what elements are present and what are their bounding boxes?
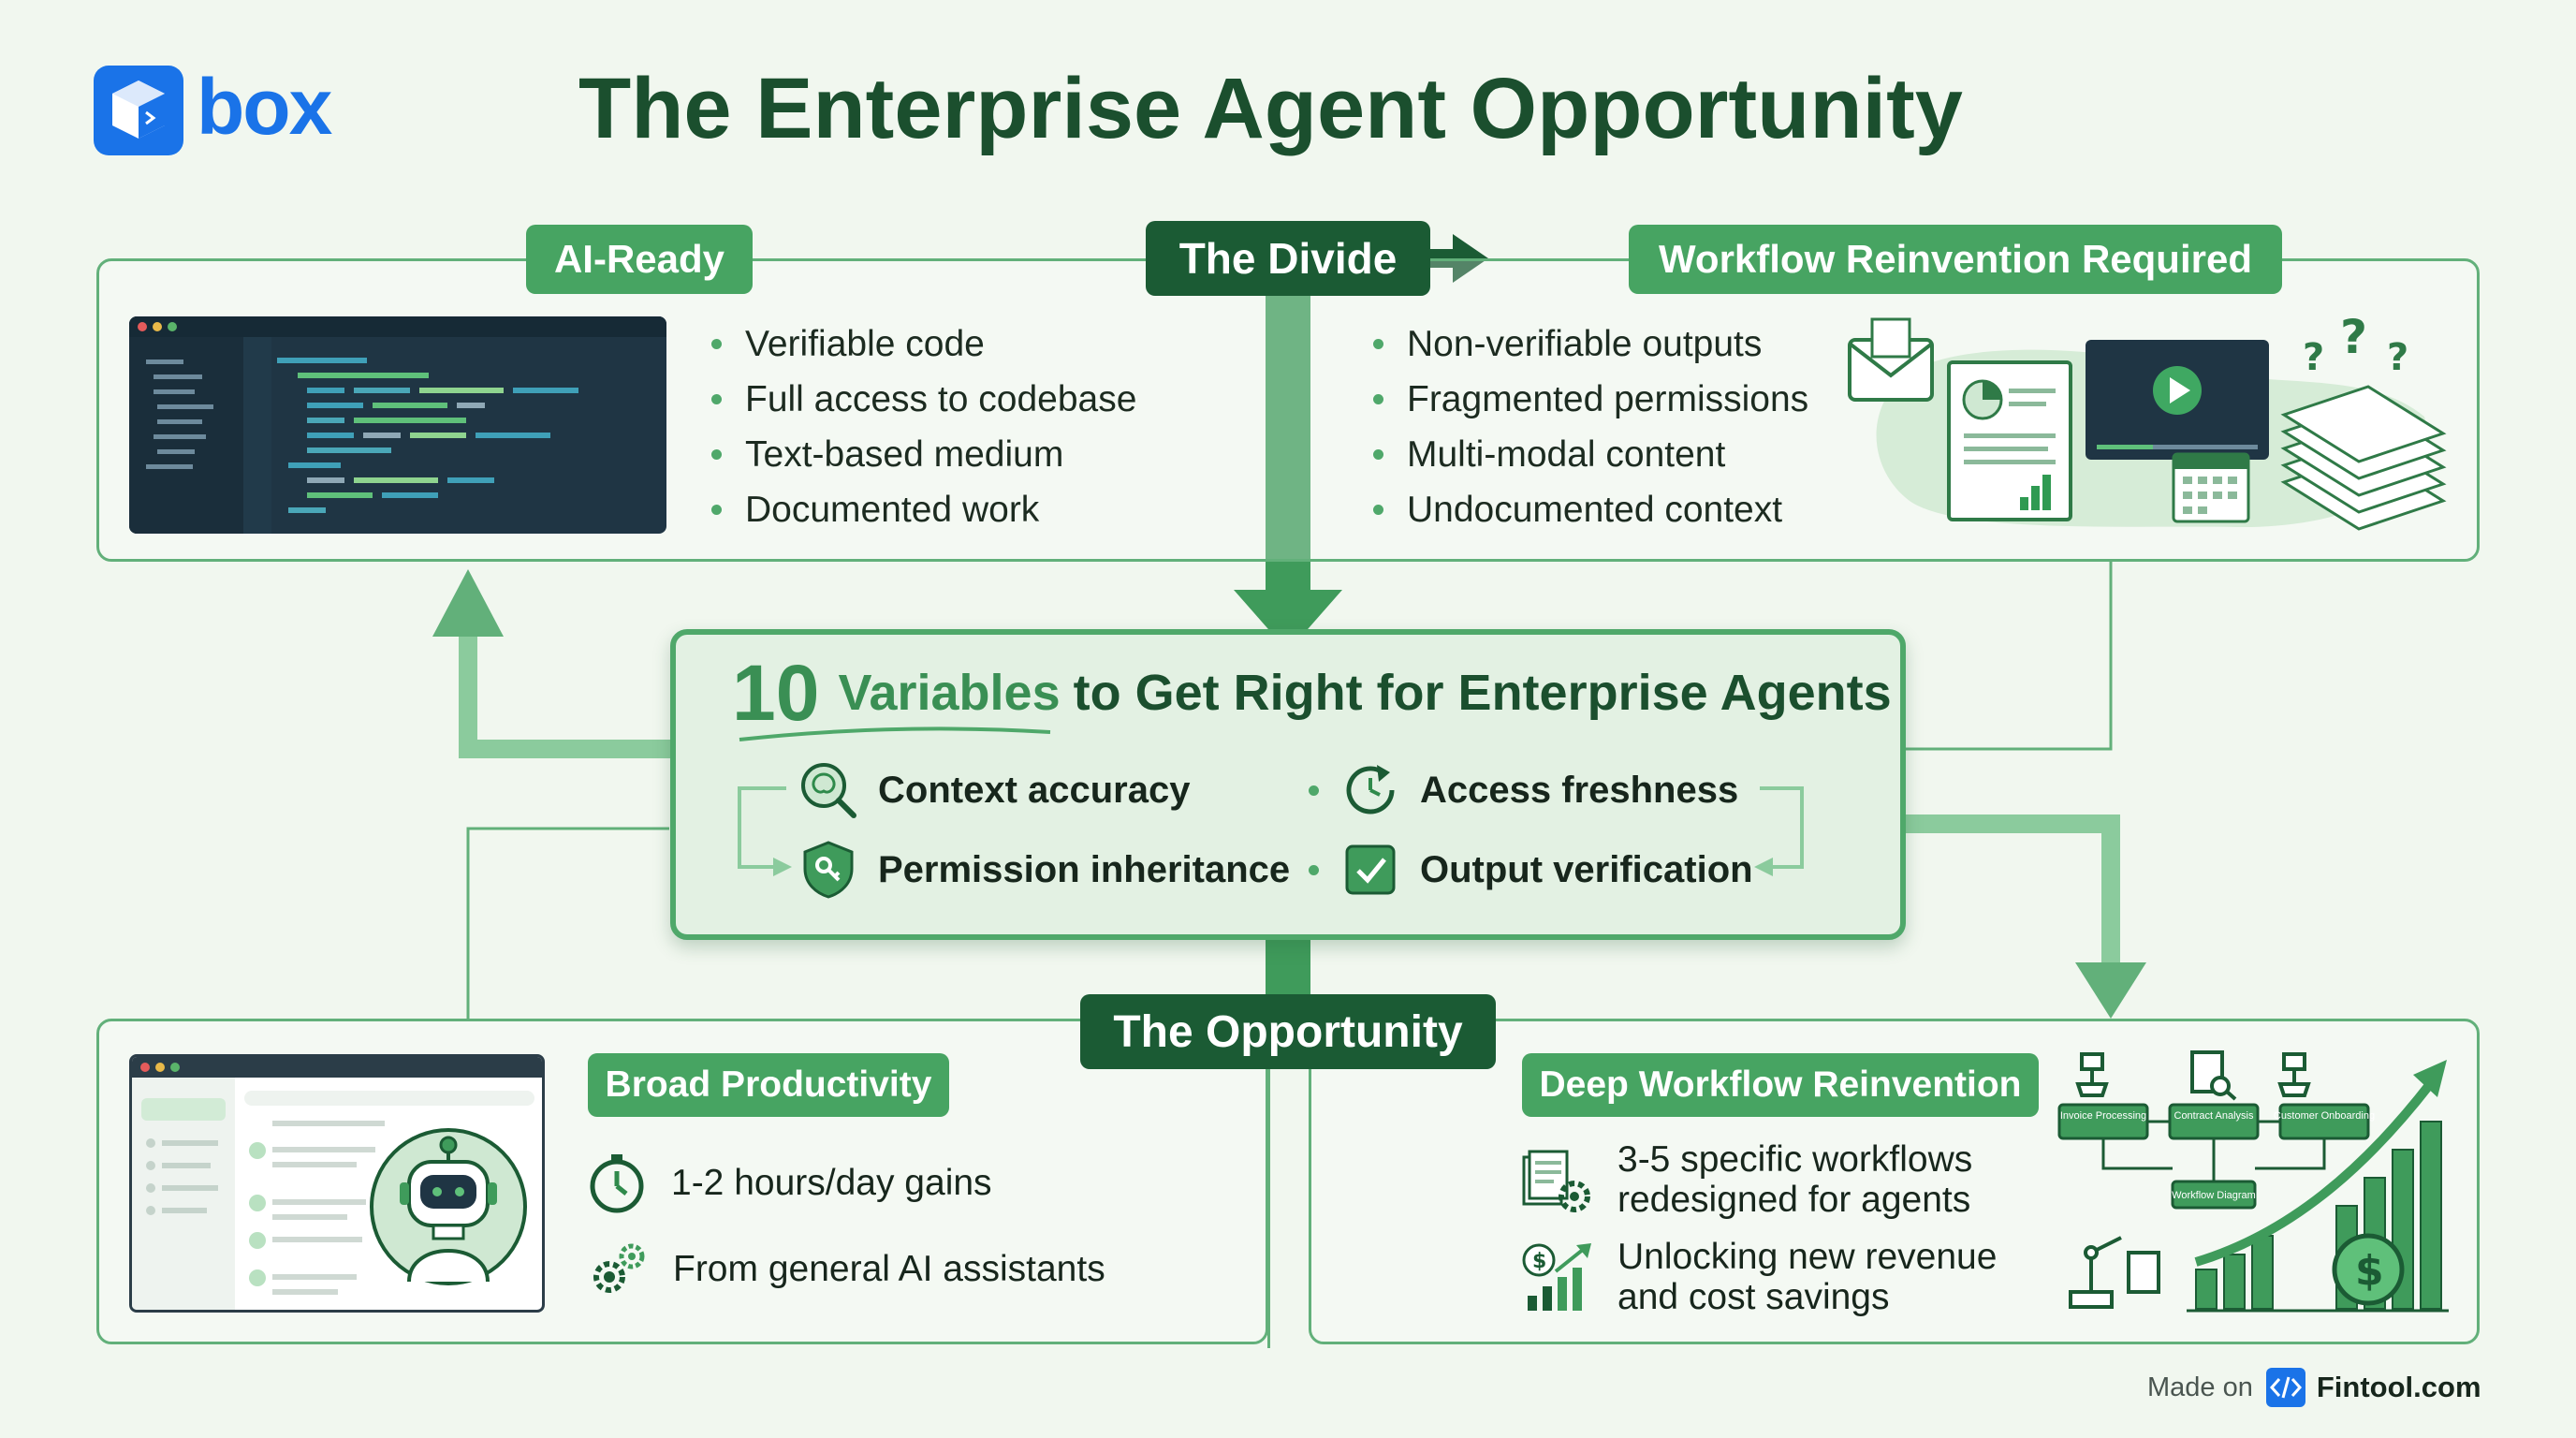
variable-access-freshness: Access freshness bbox=[1309, 756, 1738, 824]
variables-number: 10 bbox=[732, 648, 820, 737]
dollar-icon: $ bbox=[2355, 1247, 2384, 1295]
list-item: Verifiable code bbox=[710, 316, 1136, 372]
bullet-dot bbox=[1309, 864, 1319, 875]
list-item: Non-verifiable outputs bbox=[1371, 316, 1808, 372]
deep-item-line: redesigned for agents bbox=[1617, 1180, 1971, 1220]
revenue-growth-icon: $ bbox=[1518, 1238, 1597, 1316]
variable-label: Permission inheritance bbox=[878, 848, 1291, 890]
variables-rest: to Get Right for Enterprise Agents bbox=[1073, 665, 1892, 721]
ai-ready-list: Verifiable code Full access to codebase … bbox=[710, 316, 1136, 537]
deep-item-revenue: $ Unlocking new revenue and cost savings bbox=[1518, 1232, 1997, 1322]
broad-item-gains: 1-2 hours/day gains bbox=[585, 1150, 992, 1217]
stopwatch-icon bbox=[585, 1151, 651, 1216]
brand-name: box bbox=[197, 63, 332, 151]
footer-attribution[interactable]: Made on Fintool.com bbox=[2147, 1367, 2481, 1408]
shield-key-icon bbox=[798, 839, 859, 901]
broad-productivity-badge: Broad Productivity bbox=[588, 1053, 949, 1117]
code-brackets-icon bbox=[2265, 1368, 2305, 1407]
brain-magnifier-icon bbox=[798, 759, 859, 821]
workflow-list: Non-verifiable outputs Fragmented permis… bbox=[1371, 316, 1808, 537]
bullet-dot bbox=[1309, 785, 1319, 796]
variable-context-accuracy: Context accuracy bbox=[798, 756, 1190, 824]
divide-badge: The Divide bbox=[1146, 221, 1430, 296]
clock-refresh-icon bbox=[1339, 759, 1401, 821]
broad-item-label: 1-2 hours/day gains bbox=[671, 1163, 992, 1203]
variable-permission-inheritance: Permission inheritance bbox=[798, 836, 1290, 903]
list-item: Full access to codebase bbox=[710, 372, 1136, 427]
robot-arm-icon bbox=[2075, 1052, 2109, 1097]
question-marks-icon: ? ? ? bbox=[2303, 314, 2408, 379]
workflow-reinvention-badge: Workflow Reinvention Required bbox=[1629, 225, 2282, 294]
variables-highlight: Variables bbox=[838, 665, 1061, 721]
variable-label: Access freshness bbox=[1420, 769, 1739, 811]
envelope-icon bbox=[1848, 317, 1934, 402]
checkbox-icon bbox=[1339, 839, 1401, 901]
variable-label: Output verification bbox=[1420, 848, 1753, 890]
gears-icon bbox=[585, 1236, 652, 1303]
video-player-icon bbox=[2086, 340, 2269, 460]
robot-arm-icon bbox=[2277, 1052, 2311, 1097]
deep-item-line: and cost savings bbox=[1617, 1277, 1890, 1317]
diagram-node-label: Invoice Processing bbox=[2060, 1110, 2146, 1122]
footer-made-on: Made on bbox=[2147, 1372, 2253, 1402]
page-title: The Enterprise Agent Opportunity bbox=[578, 61, 1963, 156]
list-item: Multi-modal content bbox=[1371, 427, 1808, 482]
list-item: Fragmented permissions bbox=[1371, 372, 1808, 427]
diagram-node-label: Contract Analysis bbox=[2174, 1110, 2254, 1122]
svg-text:?: ? bbox=[2387, 336, 2408, 379]
diagram-node-label: Customer Onboarding bbox=[2274, 1110, 2375, 1122]
list-item: Text-based medium bbox=[710, 427, 1136, 482]
assistant-browser-illustration bbox=[129, 1054, 545, 1313]
variable-output-verification: Output verification bbox=[1309, 836, 1753, 903]
box-logo-icon bbox=[94, 66, 183, 155]
docs-gear-icon bbox=[1518, 1140, 1597, 1219]
broad-item-label: From general AI assistants bbox=[673, 1249, 1105, 1289]
diagram-node-label: Workflow Diagram bbox=[2172, 1190, 2256, 1201]
underline-swoosh bbox=[739, 726, 1051, 741]
variables-heading: 10 Variables to Get Right for Enterprise… bbox=[732, 648, 1892, 738]
list-item: Documented work bbox=[710, 482, 1136, 537]
broad-item-assistants: From general AI assistants bbox=[585, 1234, 1105, 1305]
report-icon bbox=[1947, 360, 2072, 521]
svg-text:?: ? bbox=[2303, 336, 2324, 379]
variable-label: Context accuracy bbox=[878, 769, 1191, 811]
code-editor-illustration bbox=[129, 316, 666, 534]
multimodal-content-illustration: ? ? ? bbox=[1844, 314, 2452, 538]
document-search-icon bbox=[2190, 1050, 2237, 1101]
robot-icon bbox=[400, 1136, 497, 1283]
deep-item-line: 3-5 specific workflows bbox=[1617, 1139, 1973, 1180]
svg-text:$: $ bbox=[1532, 1250, 1546, 1273]
ai-ready-badge: AI-Ready bbox=[526, 225, 753, 294]
calendar-icon bbox=[2172, 452, 2250, 523]
paper-stack-icon bbox=[2280, 385, 2447, 531]
deep-item-line: Unlocking new revenue bbox=[1617, 1237, 1998, 1277]
deep-workflow-badge: Deep Workflow Reinvention bbox=[1522, 1053, 2039, 1117]
deep-item-workflows: 3-5 specific workflows redesigned for ag… bbox=[1518, 1135, 1972, 1225]
inner-cycle-arrows bbox=[738, 786, 1804, 876]
variables-panel bbox=[670, 629, 1906, 940]
footer-site-link[interactable]: Fintool.com bbox=[2316, 1371, 2481, 1403]
list-item: Undocumented context bbox=[1371, 482, 1808, 537]
opportunity-badge: The Opportunity bbox=[1080, 994, 1496, 1069]
svg-text:?: ? bbox=[2340, 314, 2367, 364]
workflow-diagram-illustration: Invoice Processing Contract Analysis Cus… bbox=[2056, 1047, 2458, 1318]
